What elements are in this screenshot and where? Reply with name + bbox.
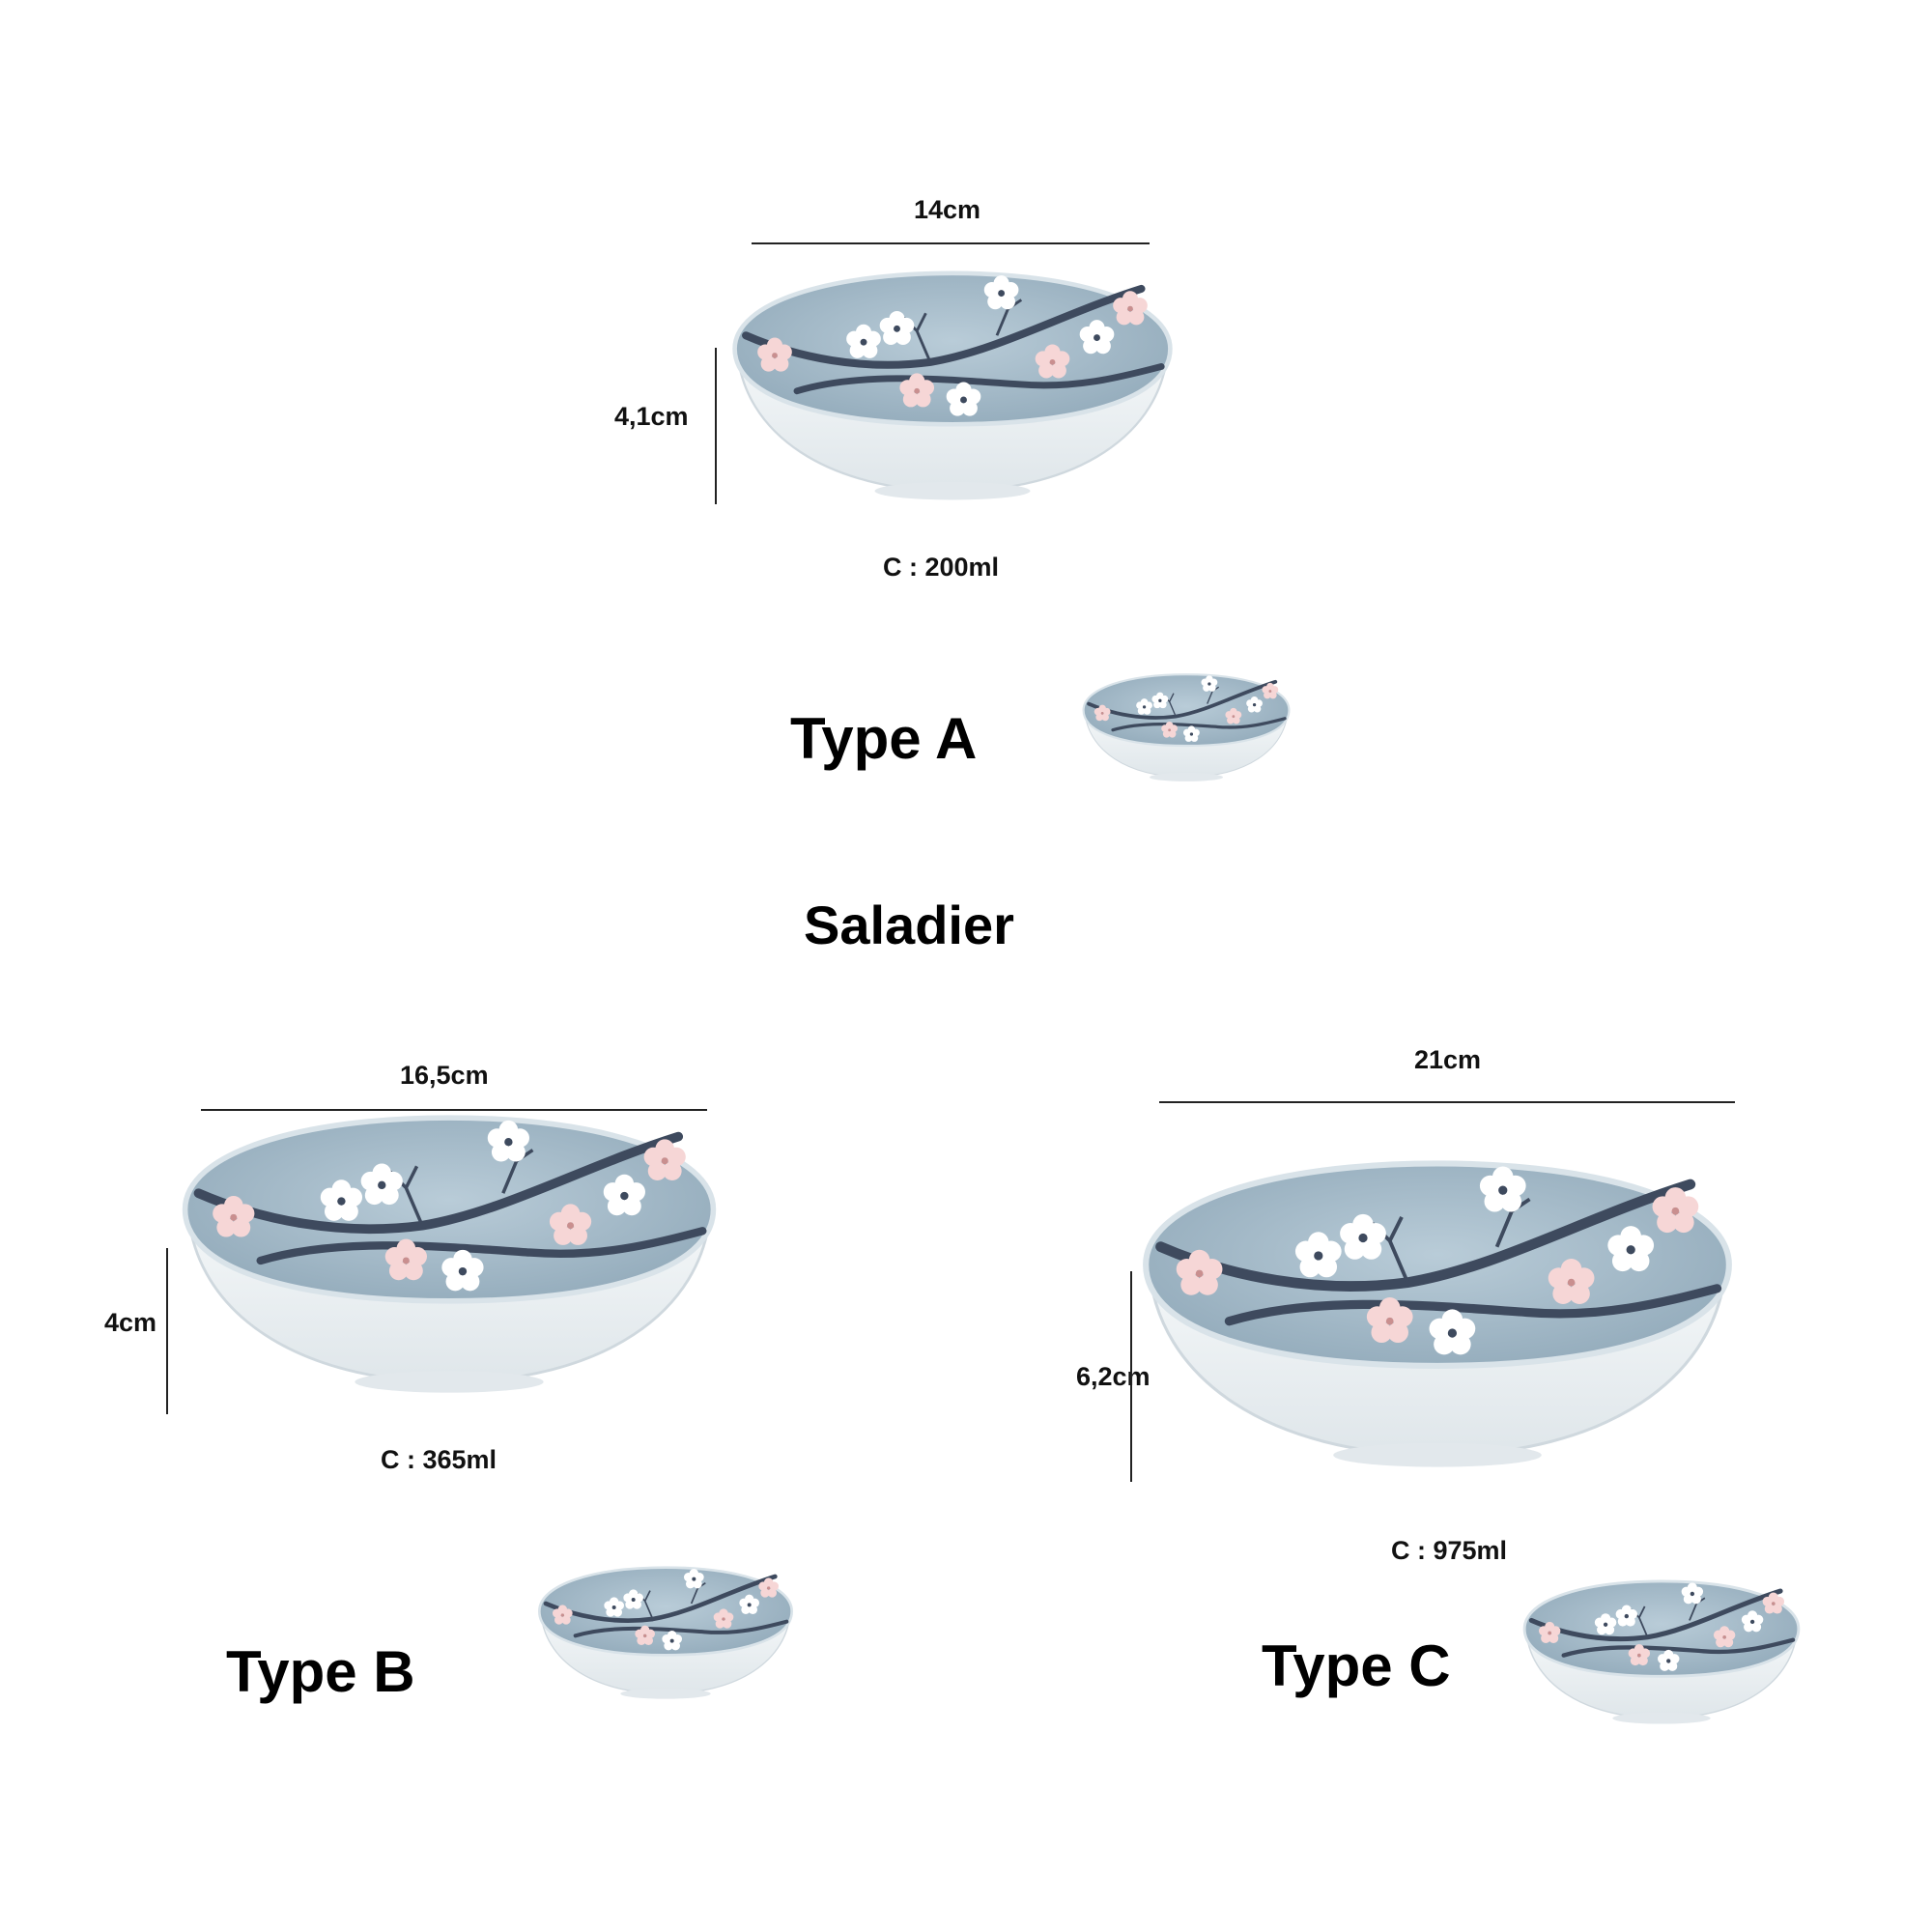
height-dimension-line (166, 1248, 168, 1414)
height-label: 6,2cm (1076, 1362, 1151, 1391)
type-label: Type A (790, 706, 978, 771)
width-label: 14cm (914, 195, 981, 224)
width-label: 21cm (1414, 1045, 1482, 1074)
capacity-label: C : 975ml (1391, 1536, 1508, 1565)
bowl-image-thumbnail (1061, 672, 1312, 782)
bowl-image-thumbnail (512, 1565, 819, 1700)
width-dimension-line (1159, 1101, 1735, 1103)
capacity-label: C : 365ml (381, 1445, 497, 1474)
height-dimension-line (715, 348, 717, 504)
width-dimension-line (201, 1109, 707, 1111)
bowl-image-large (730, 269, 1175, 502)
capacity-label: C : 200ml (883, 553, 1000, 582)
height-label: 4,1cm (614, 402, 689, 431)
type-label: Type C (1262, 1634, 1451, 1698)
bowl-image-large (180, 1109, 719, 1399)
height-dimension-line (1130, 1271, 1132, 1482)
type-label: Type B (226, 1639, 415, 1704)
height-label: 4cm (104, 1308, 157, 1337)
bowl-image-large (1140, 1111, 1735, 1517)
width-label: 16,5cm (400, 1061, 489, 1090)
page-title: Saladier (804, 895, 1014, 955)
width-dimension-line (752, 242, 1150, 244)
bowl-image-thumbnail (1497, 1578, 1826, 1725)
